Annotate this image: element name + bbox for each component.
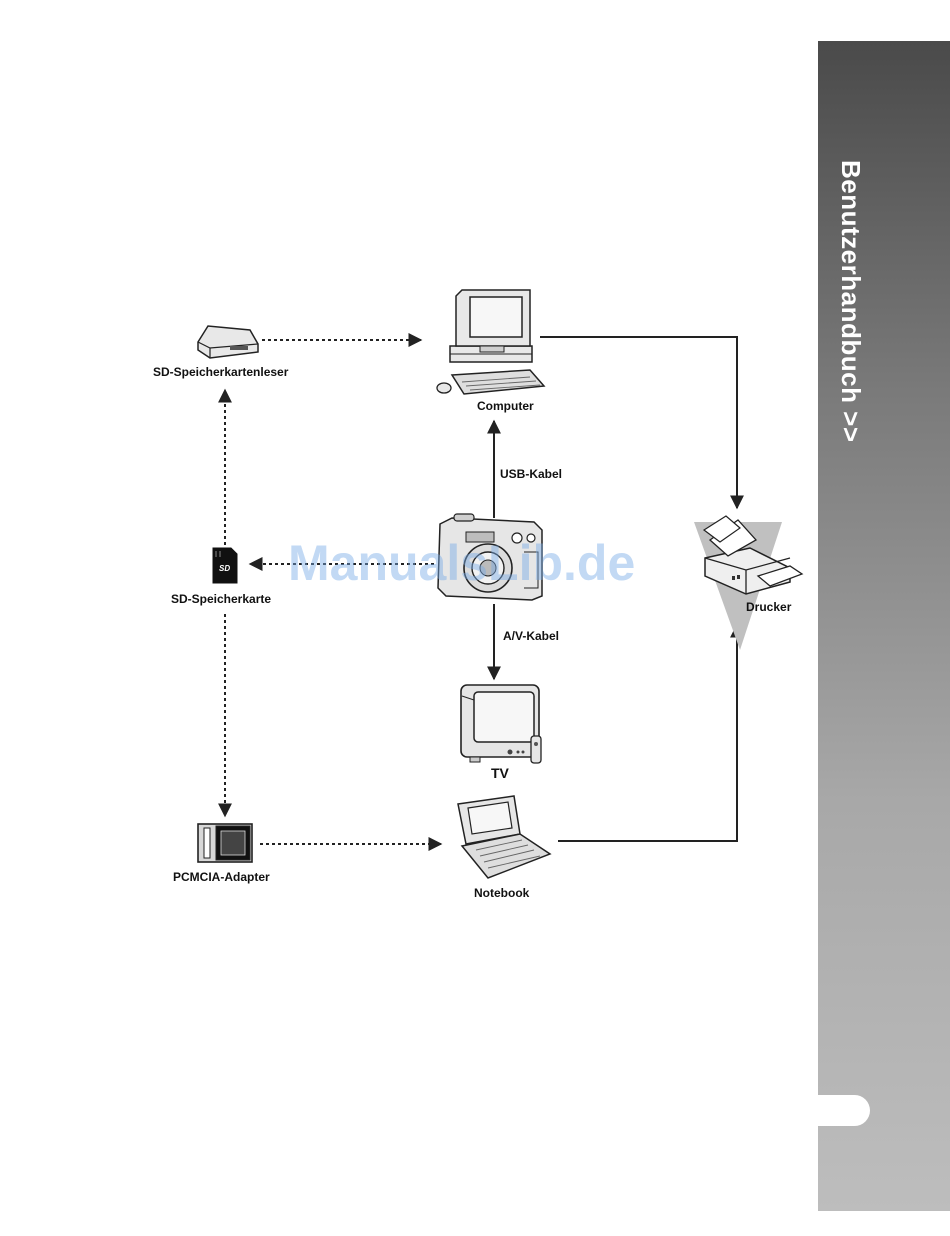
- tv-icon: [461, 685, 541, 763]
- label-av-cable: A/V-Kabel: [503, 629, 559, 643]
- sd-card-icon: SD: [213, 548, 237, 583]
- pcmcia-adapter-icon: [198, 824, 252, 862]
- label-tv: TV: [491, 765, 509, 781]
- label-sd-card: SD-Speicherkarte: [171, 592, 271, 606]
- computer-icon: [437, 290, 544, 394]
- label-card-reader: SD-Speicherkartenleser: [153, 365, 288, 379]
- computer-to-printer-line: [540, 337, 737, 508]
- sd-card-logo: SD: [219, 564, 230, 573]
- label-printer: Drucker: [746, 600, 791, 614]
- notebook-to-printer-line: [558, 625, 737, 841]
- label-usb-cable: USB-Kabel: [500, 467, 562, 481]
- label-computer: Computer: [477, 399, 534, 413]
- label-notebook: Notebook: [474, 886, 529, 900]
- label-pcmcia: PCMCIA-Adapter: [173, 870, 270, 884]
- notebook-icon: [458, 796, 550, 878]
- printer-icon: [694, 516, 802, 650]
- watermark: ManualsLib.de: [288, 534, 635, 592]
- card-reader-icon: [198, 326, 258, 358]
